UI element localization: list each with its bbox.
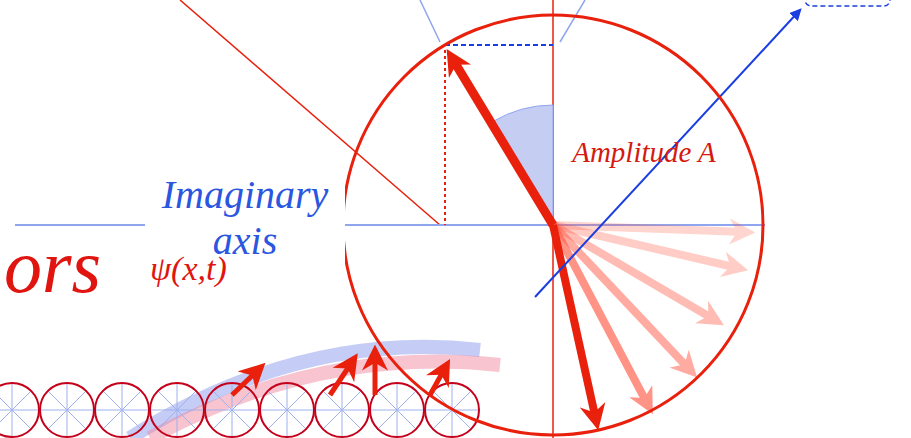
wheel-spoke (122, 391, 141, 410)
wheel-phasor (430, 368, 445, 395)
wheel-spoke (122, 410, 141, 429)
wheel-spoke (378, 410, 397, 429)
wheel-spoke (260, 410, 287, 411)
wheel-spoke (48, 410, 67, 429)
wheel-spoke (67, 410, 68, 437)
wheel-spoke (67, 410, 86, 429)
wheel-spoke (67, 410, 94, 411)
wheel-circle (370, 383, 424, 437)
wheel-spoke (103, 391, 122, 410)
wheel-spoke (342, 410, 369, 411)
wheel-spoke (397, 410, 398, 437)
wheel-spoke (315, 410, 342, 411)
wheel-spoke (397, 410, 416, 429)
wheel-spoke (0, 391, 12, 410)
dashed-box (805, 0, 890, 6)
wheel-spoke (425, 410, 452, 411)
wheel-spoke (433, 410, 452, 429)
wheel-spoke (342, 391, 361, 410)
wheel-spoke (213, 391, 232, 410)
wheel-spoke (323, 410, 342, 429)
wheel-spoke (397, 410, 424, 411)
wheel-spoke (67, 383, 68, 410)
phasor-trail (553, 225, 648, 405)
wheel-spoke (378, 391, 397, 410)
amplitude-circle: Amplitude A (341, 13, 765, 437)
wheel-spoke (397, 383, 398, 410)
wheel-spoke (342, 410, 361, 429)
wheel-spoke (232, 410, 233, 437)
wheel-spoke (12, 383, 13, 410)
wheel-spoke (213, 410, 232, 429)
wheel-spoke (342, 383, 343, 410)
wheel-spoke (268, 410, 287, 429)
projection-line (444, 50, 446, 225)
wheel-circle (205, 383, 259, 437)
wheel-spoke (0, 410, 12, 411)
circle-outline (341, 13, 765, 437)
phasor-arrow (452, 58, 553, 225)
wheel-spoke (122, 410, 123, 437)
wheel-spoke (122, 383, 123, 410)
wheel-spoke (67, 391, 86, 410)
wheel-circle (150, 383, 204, 437)
wheel-spoke (48, 391, 67, 410)
wheel-spoke (177, 410, 204, 411)
wheel-spoke (95, 410, 122, 411)
wheel-spoke (205, 410, 232, 411)
wheel-phasor (330, 362, 352, 395)
wheel-spoke (452, 410, 453, 437)
amplitude-label: Amplitude A (559, 136, 729, 169)
wheel-spoke (232, 410, 259, 411)
wheel-spoke (232, 410, 251, 429)
wheel-circle (315, 383, 369, 437)
title-fragment: ors (4, 228, 101, 304)
wheel-circle (260, 383, 314, 437)
wheel-spoke (12, 410, 13, 437)
wheel-spoke (122, 410, 149, 411)
wheel-spoke (452, 391, 471, 410)
wheel-spoke (287, 391, 306, 410)
wheel-spoke (177, 410, 196, 429)
wheel-spoke (150, 410, 177, 411)
wheel-circle (40, 383, 94, 437)
leader-line (560, 0, 585, 42)
wheel-spoke (287, 410, 288, 437)
projection-line (445, 44, 553, 46)
wheel-spoke (158, 391, 177, 410)
wheel-spoke (12, 410, 31, 429)
wheel-spoke (370, 410, 397, 411)
wheel-circle (0, 383, 39, 437)
wheel-phasor (373, 355, 378, 395)
leader-line (420, 0, 440, 42)
wheel-spoke (177, 383, 178, 410)
wheel-spoke (397, 391, 416, 410)
wheel-spoke (287, 410, 314, 411)
wheel-spoke (232, 383, 233, 410)
wheel-spoke (268, 391, 287, 410)
wheel-spoke (12, 410, 39, 411)
wheel-spoke (287, 410, 306, 429)
wheel-spoke (177, 391, 196, 410)
wheel-spoke (0, 410, 12, 429)
wheel-circle (95, 383, 149, 437)
wheel-phasor (232, 370, 258, 395)
wheel-spoke (12, 391, 31, 410)
wheel-spoke (452, 383, 453, 410)
phasor-wheels (0, 355, 479, 437)
wheel-spoke (40, 410, 67, 411)
wheel-spoke (342, 410, 343, 437)
wheel-spoke (158, 410, 177, 429)
wheel-spoke (287, 383, 288, 410)
wave-band (150, 361, 500, 438)
wheel-spoke (103, 410, 122, 429)
wave-function: ψ(x,t) (150, 252, 227, 286)
wheel-spoke (177, 410, 178, 437)
axis-label: Imaginary axis (145, 172, 345, 264)
